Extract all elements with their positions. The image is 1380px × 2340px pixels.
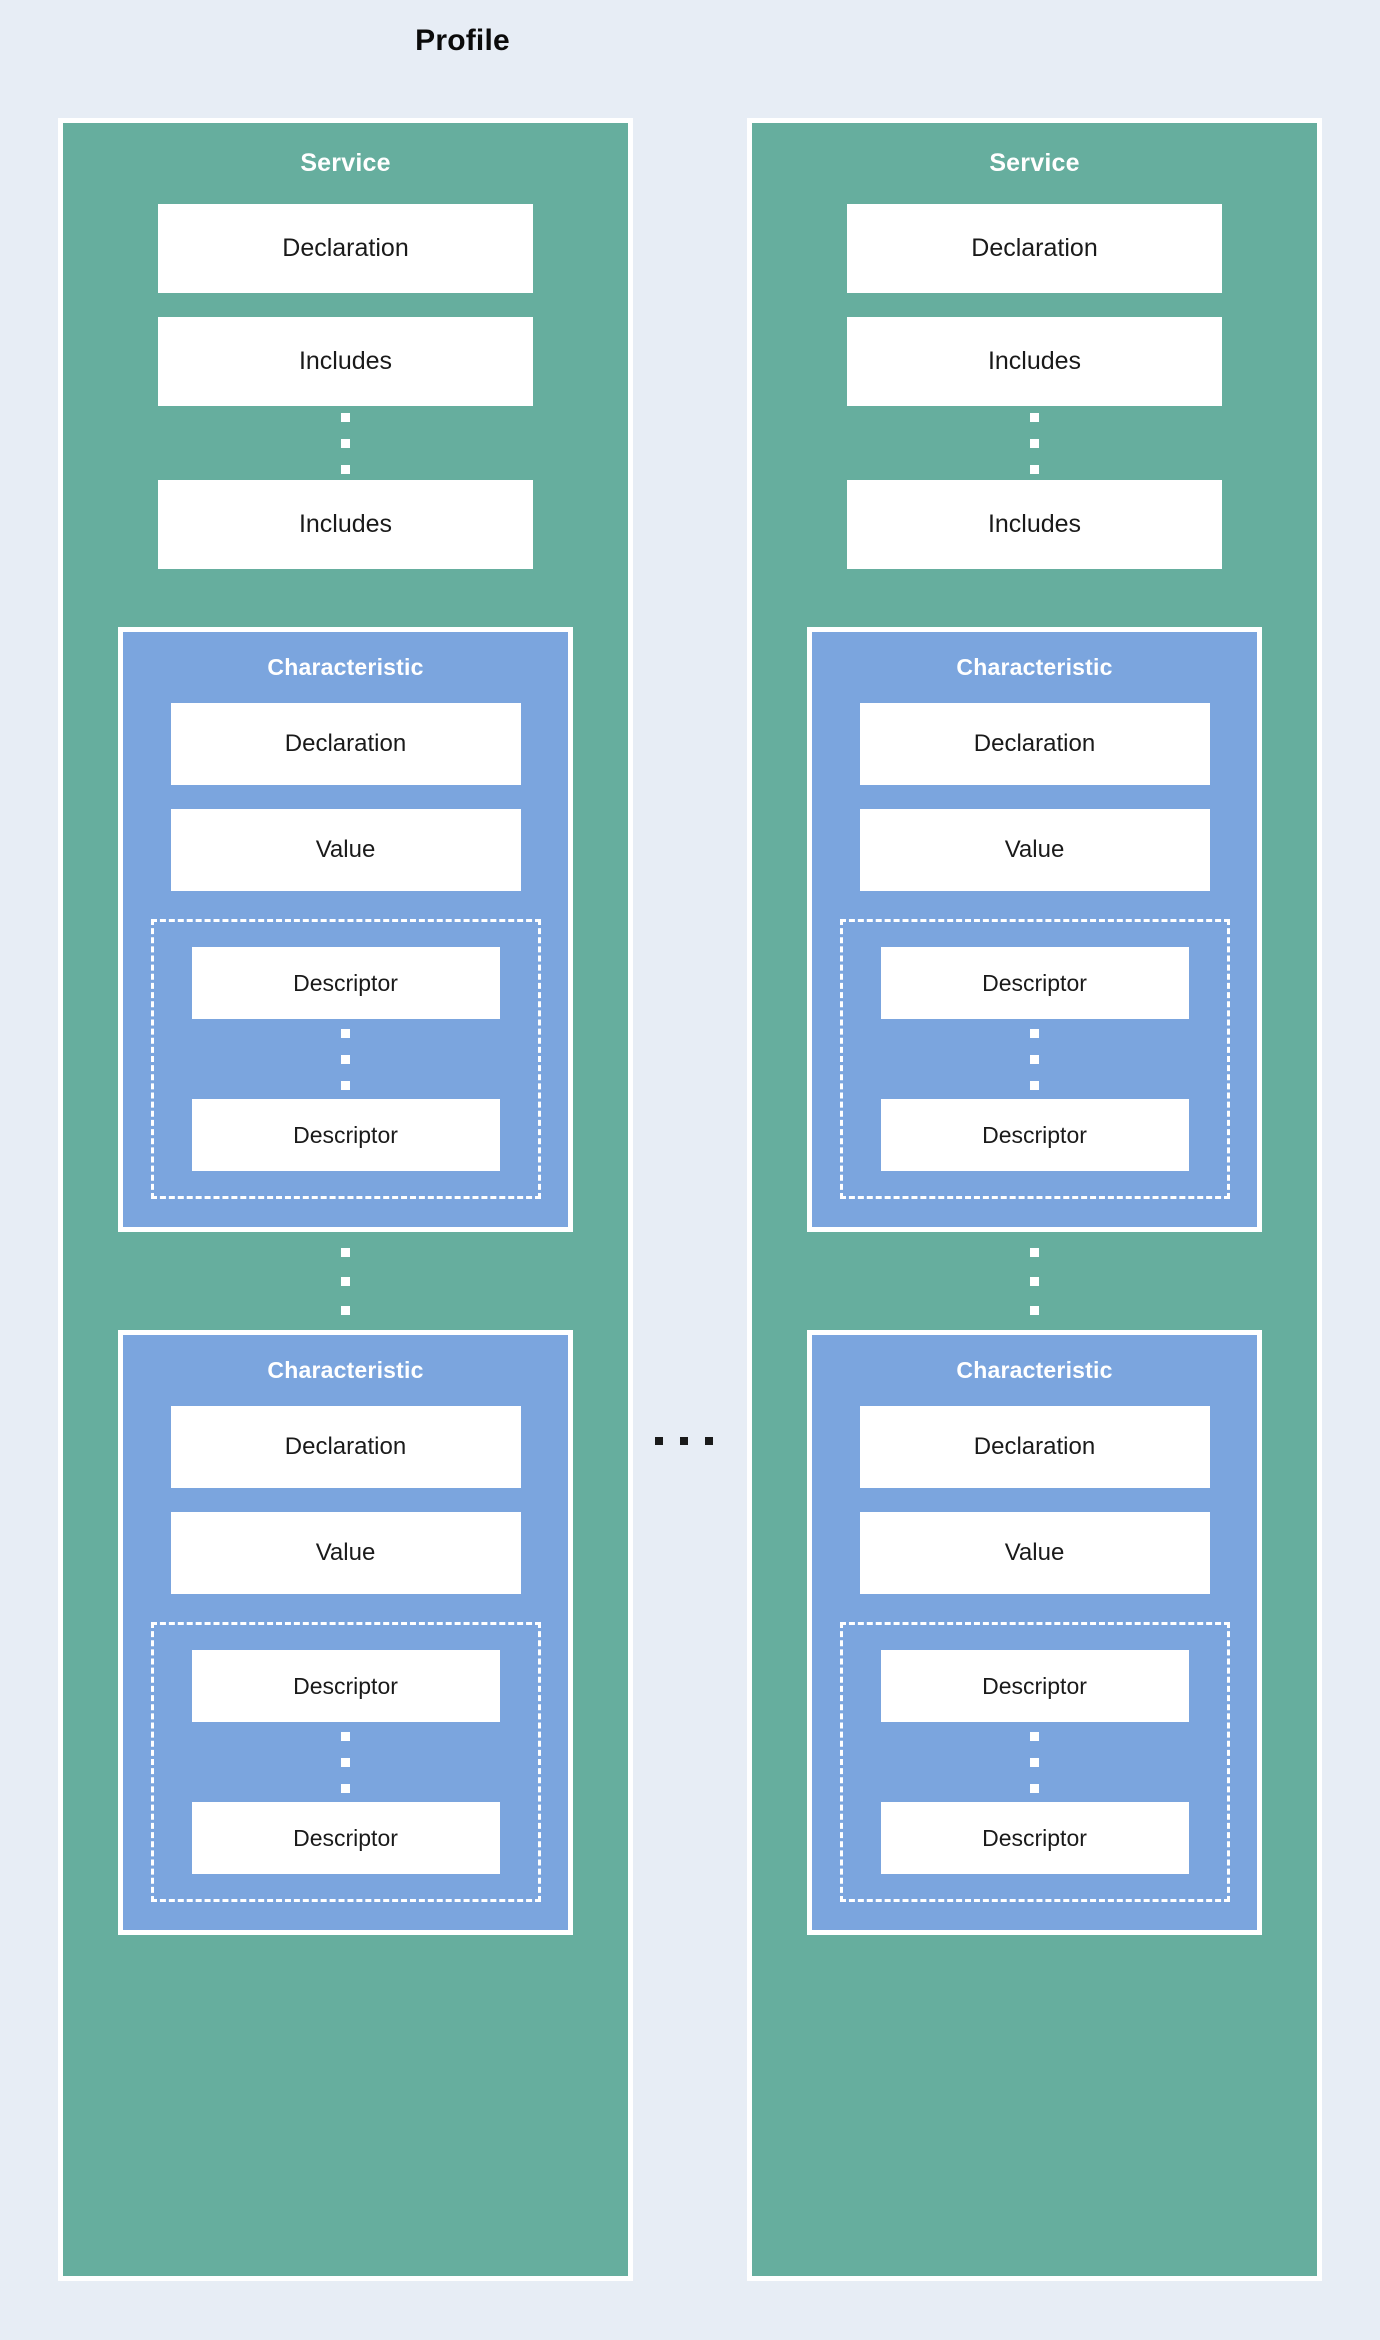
- ellipsis-dot: [341, 1028, 350, 1038]
- ellipsis-dot: [341, 412, 350, 422]
- descriptor-vertical-ellipsis-icon: [341, 1019, 350, 1099]
- characteristic-vertical-ellipsis-icon: [341, 1232, 350, 1330]
- characteristic-panel-2: Characteristic Declaration Value Descrip…: [118, 1330, 573, 1935]
- service-includes-box-last: Includes: [158, 480, 533, 569]
- descriptor-group: Descriptor Descriptor: [150, 1622, 541, 1902]
- descriptor-vertical-ellipsis-icon: [341, 1722, 350, 1802]
- descriptor-box-first: Descriptor: [191, 1650, 500, 1722]
- characteristic-value-box: Value: [170, 809, 521, 891]
- descriptor-group: Descriptor Descriptor: [839, 1622, 1230, 1902]
- characteristic-title: Characteristic: [956, 654, 1113, 680]
- ellipsis-dot: [341, 1080, 350, 1090]
- service-includes-box-first: Includes: [158, 317, 533, 406]
- ellipsis-dot: [1030, 412, 1039, 422]
- between-services-horizontal-ellipsis-icon: [655, 1437, 713, 1445]
- descriptor-box-last: Descriptor: [191, 1802, 500, 1874]
- page-title: Profile: [415, 24, 510, 57]
- ellipsis-dot: [1030, 1783, 1039, 1793]
- characteristic-title: Characteristic: [267, 654, 424, 680]
- characteristic-vertical-ellipsis-icon: [1030, 1232, 1039, 1330]
- ellipsis-dot: [1030, 1757, 1039, 1767]
- characteristic-panel-1: Characteristic Declaration Value Descrip…: [807, 627, 1262, 1232]
- ellipsis-dot: [341, 1783, 350, 1793]
- ellipsis-dot: [341, 1247, 350, 1257]
- descriptor-box-last: Descriptor: [880, 1802, 1189, 1874]
- characteristic-panel-1: Characteristic Declaration Value Descrip…: [118, 627, 573, 1232]
- descriptor-box-first: Descriptor: [880, 947, 1189, 1019]
- service-panel-2: Service Declaration Includes Includes Ch…: [747, 118, 1322, 2281]
- ellipsis-dot: [680, 1437, 688, 1445]
- ellipsis-dot: [1030, 1305, 1039, 1315]
- descriptor-box-first: Descriptor: [191, 947, 500, 1019]
- characteristic-value-box: Value: [170, 1512, 521, 1594]
- ellipsis-dot: [1030, 464, 1039, 474]
- service-declaration-box: Declaration: [158, 204, 533, 293]
- service-includes-box-last: Includes: [847, 480, 1222, 569]
- characteristic-title: Characteristic: [956, 1357, 1113, 1383]
- characteristic-declaration-box: Declaration: [859, 1406, 1210, 1488]
- ellipsis-dot: [655, 1437, 663, 1445]
- descriptor-group: Descriptor Descriptor: [150, 919, 541, 1199]
- characteristic-declaration-box: Declaration: [170, 703, 521, 785]
- ellipsis-dot: [1030, 1054, 1039, 1064]
- characteristic-declaration-box: Declaration: [170, 1406, 521, 1488]
- service-includes-box-first: Includes: [847, 317, 1222, 406]
- ellipsis-dot: [1030, 1731, 1039, 1741]
- descriptor-box-last: Descriptor: [880, 1099, 1189, 1171]
- characteristic-value-box: Value: [859, 809, 1210, 891]
- service-columns: Service Declaration Includes Includes Ch…: [58, 118, 1322, 2281]
- descriptor-group: Descriptor Descriptor: [839, 919, 1230, 1199]
- descriptor-box-first: Descriptor: [880, 1650, 1189, 1722]
- includes-vertical-ellipsis-icon: [341, 406, 350, 480]
- characteristic-panel-2: Characteristic Declaration Value Descrip…: [807, 1330, 1262, 1935]
- ellipsis-dot: [341, 1054, 350, 1064]
- ellipsis-dot: [1030, 1028, 1039, 1038]
- ellipsis-dot: [341, 464, 350, 474]
- descriptor-box-last: Descriptor: [191, 1099, 500, 1171]
- ellipsis-dot: [1030, 1080, 1039, 1090]
- descriptor-vertical-ellipsis-icon: [1030, 1722, 1039, 1802]
- descriptor-vertical-ellipsis-icon: [1030, 1019, 1039, 1099]
- service-title: Service: [989, 149, 1080, 177]
- ellipsis-dot: [341, 438, 350, 448]
- ellipsis-dot: [1030, 1276, 1039, 1286]
- ellipsis-dot: [705, 1437, 713, 1445]
- service-declaration-box: Declaration: [847, 204, 1222, 293]
- ellipsis-dot: [341, 1757, 350, 1767]
- includes-vertical-ellipsis-icon: [1030, 406, 1039, 480]
- characteristic-title: Characteristic: [267, 1357, 424, 1383]
- ellipsis-dot: [1030, 438, 1039, 448]
- ellipsis-dot: [341, 1305, 350, 1315]
- service-panel-1: Service Declaration Includes Includes Ch…: [58, 118, 633, 2281]
- ellipsis-dot: [341, 1276, 350, 1286]
- characteristic-declaration-box: Declaration: [859, 703, 1210, 785]
- characteristic-value-box: Value: [859, 1512, 1210, 1594]
- ellipsis-dot: [341, 1731, 350, 1741]
- ellipsis-dot: [1030, 1247, 1039, 1257]
- service-title: Service: [300, 149, 391, 177]
